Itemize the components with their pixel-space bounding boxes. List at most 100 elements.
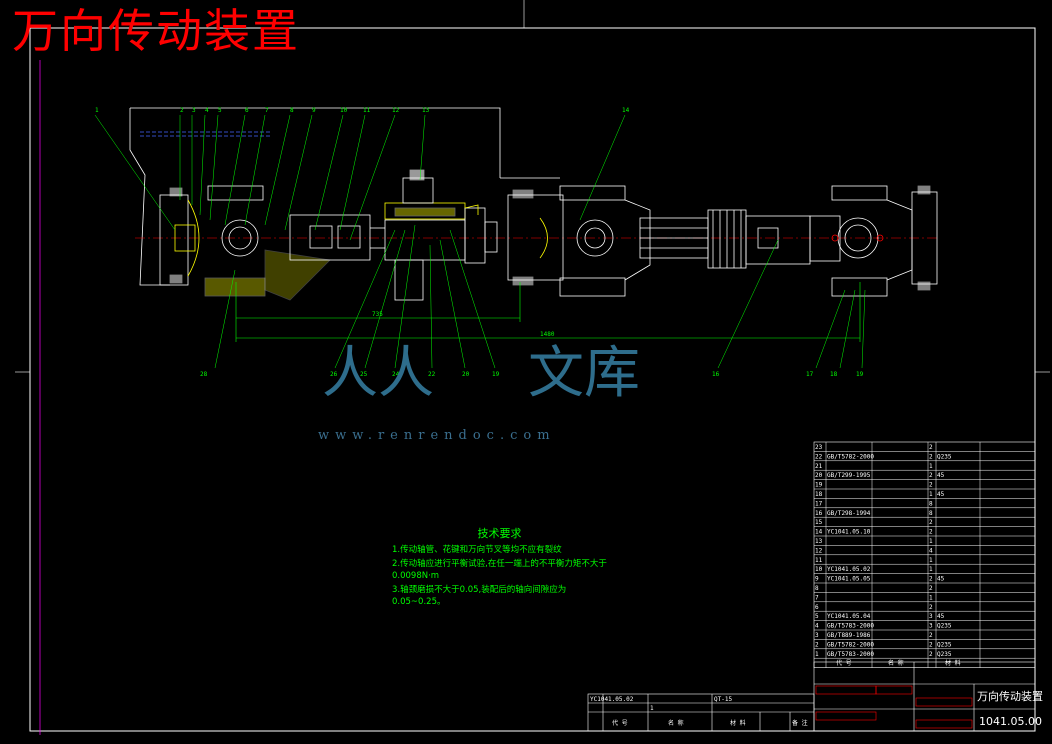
parts-list-cell: 2 — [929, 482, 933, 489]
middle-joint — [507, 185, 651, 297]
lower-row-code: YC1041.05.02 — [590, 696, 634, 703]
callout-11: 11 — [363, 107, 371, 114]
right-flange — [809, 185, 938, 297]
parts-list-cell: 1 — [929, 557, 933, 564]
parts-list-cell: 22 — [815, 453, 823, 460]
parts-list-header: 代 号 — [836, 659, 852, 667]
dimension-lines — [235, 282, 861, 342]
parts-list-cell: 1 — [929, 594, 933, 601]
rear-shaft — [639, 209, 811, 269]
lower-header-code: 代 号 — [612, 719, 628, 727]
callout-3: 3 — [192, 107, 196, 114]
title-block — [813, 661, 1036, 732]
parts-list-cell: 7 — [815, 594, 819, 601]
technical-requirements-heading: 技术要求 — [477, 527, 522, 540]
parts-list-cell: 21 — [815, 463, 823, 470]
callout-9: 9 — [312, 107, 316, 114]
callout-24: 24 — [392, 371, 400, 378]
parts-list-cell: 4 — [815, 623, 819, 630]
callout-19-left: 19 — [492, 371, 500, 378]
parts-list-cell: Q235 — [937, 453, 952, 460]
parts-list-cell: 15 — [815, 519, 823, 526]
parts-list-cell: 1 — [929, 566, 933, 573]
parts-list-cell: 2 — [929, 651, 933, 658]
parts-list-cell: GB/T298-1994 — [827, 510, 871, 517]
parts-list-cell: 1 — [929, 491, 933, 498]
callout-20: 20 — [462, 371, 470, 378]
parts-list-cell: 9 — [815, 576, 819, 583]
dimension-1480: 1480 — [540, 331, 555, 338]
lower-row-material: QT-15 — [714, 696, 732, 703]
lower-row-qty: 1 — [650, 705, 654, 712]
leader-lines — [94, 114, 866, 369]
callout-28: 28 — [200, 371, 208, 378]
parts-list-cell: 6 — [815, 604, 819, 611]
parts-list-header: 材 料 — [945, 659, 961, 667]
parts-list-cell: 2 — [929, 604, 933, 611]
lower-header-material: 材 料 — [730, 719, 746, 727]
callout-26: 26 — [330, 371, 338, 378]
parts-list-cell: 1 — [815, 651, 819, 658]
requirement-1: 1.传动轴管、花键和万向节叉等均不应有裂纹 — [392, 545, 562, 555]
callout-4: 4 — [205, 107, 209, 114]
parts-list-cell: 10 — [815, 566, 823, 573]
callout-17: 17 — [806, 371, 814, 378]
title-block-drawing-no: 1041.05.00 — [979, 715, 1042, 728]
frame-outline — [129, 107, 560, 286]
parts-list-cell: 13 — [815, 538, 823, 545]
parts-list-cell: 12 — [815, 547, 823, 554]
parts-list-cell: 2 — [929, 453, 933, 460]
page-title: 万向传动装置 — [12, 4, 300, 58]
requirement-2: 2.传动轴应进行平衡试验,在任一端上的不平衡力矩不大于0.0098N·m — [392, 559, 607, 581]
parts-list-cell: 23 — [815, 444, 823, 451]
parts-list-cell: 2 — [929, 632, 933, 639]
callout-12: 12 — [392, 107, 400, 114]
callout-14: 14 — [622, 107, 630, 114]
watermark-logo-right: 文库 — [528, 341, 640, 406]
parts-list-cell: 1 — [929, 463, 933, 470]
title-block-name: 万向传动装置 — [977, 689, 1043, 703]
parts-list-cell: 3 — [929, 613, 933, 620]
dimension-735: 735 — [372, 311, 383, 318]
center-bearing — [384, 169, 498, 301]
lower-header-name: 名 称 — [668, 719, 684, 727]
requirement-3: 3.轴颈磨损不大于0.05,装配后的轴向间隙应为0.05~0.25。 — [392, 585, 567, 607]
parts-list-cell: YC1041.05.02 — [827, 566, 871, 573]
parts-list-cell: GB/T5782-2000 — [827, 453, 874, 460]
left-flange — [159, 185, 331, 301]
parts-list-header: 名 称 — [888, 659, 904, 667]
parts-list-cell: 18 — [815, 491, 823, 498]
parts-list-cell: 2 — [929, 444, 933, 451]
callout-18: 18 — [830, 371, 838, 378]
lower-header-note: 备 注 — [792, 719, 808, 727]
callout-19-right: 19 — [856, 371, 864, 378]
parts-list-cell: Q235 — [937, 641, 952, 648]
callout-5: 5 — [218, 107, 222, 114]
watermark-logo-left: 人人 — [322, 341, 434, 406]
parts-list-cell: 2 — [929, 529, 933, 536]
parts-list-cell: 45 — [937, 491, 945, 498]
front-shaft — [289, 214, 385, 261]
watermark-url: www.renrendoc.com — [318, 428, 556, 443]
parts-list-cell: 2 — [929, 519, 933, 526]
parts-list-cell: 5 — [815, 613, 819, 620]
parts-list-cell: 14 — [815, 529, 823, 536]
parts-list-cell: 17 — [815, 500, 823, 507]
parts-list-cell: 2 — [929, 576, 933, 583]
parts-list-cell: 2 — [815, 641, 819, 648]
parts-list-cell: 8 — [815, 585, 819, 592]
sheet-border — [29, 27, 1036, 732]
parts-list-cell: 20 — [815, 472, 823, 479]
parts-list-cell: Q235 — [937, 651, 952, 658]
parts-list-cell: GB/T299-1995 — [827, 472, 871, 479]
callout-8: 8 — [290, 107, 294, 114]
callout-1: 1 — [95, 107, 99, 114]
parts-list-cell: 3 — [815, 632, 819, 639]
parts-list-cell: GB/T889-1986 — [827, 632, 871, 639]
callout-13: 13 — [422, 107, 430, 114]
parts-list-cell: 16 — [815, 510, 823, 517]
parts-list-cell: Q235 — [937, 623, 952, 630]
parts-list-cell: 8 — [929, 510, 933, 517]
